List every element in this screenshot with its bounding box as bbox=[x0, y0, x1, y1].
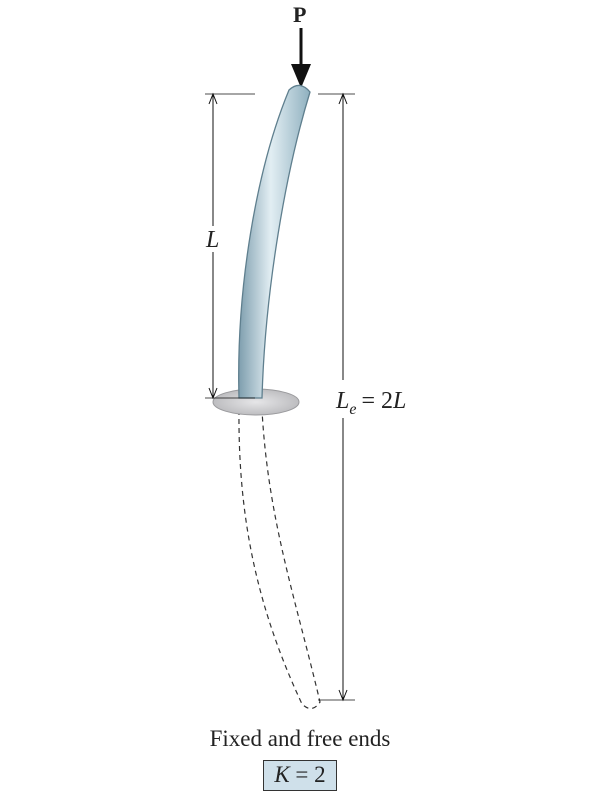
column bbox=[238, 84, 311, 399]
effective-length-dimension bbox=[318, 92, 355, 702]
mirrored-buckled-shape bbox=[238, 409, 321, 710]
effective-length-equals: = 2 bbox=[361, 388, 393, 414]
k-factor-box: K = 2 bbox=[263, 760, 337, 791]
effective-length-subscript: e bbox=[349, 401, 356, 418]
effective-length-symbol: L bbox=[335, 388, 349, 414]
k-symbol: K bbox=[274, 762, 290, 787]
length-dimension bbox=[205, 92, 255, 400]
k-equals: = bbox=[295, 762, 309, 787]
load-arrow bbox=[291, 28, 311, 88]
load-label: P bbox=[293, 2, 306, 27]
effective-length-rhs: L bbox=[392, 388, 406, 414]
length-label: L bbox=[205, 227, 219, 253]
effective-length-label: Le= 2L bbox=[335, 388, 406, 418]
figure-caption: Fixed and free ends bbox=[209, 726, 391, 751]
k-factor-wrap: K = 2 bbox=[0, 760, 600, 791]
k-value: 2 bbox=[314, 762, 326, 787]
